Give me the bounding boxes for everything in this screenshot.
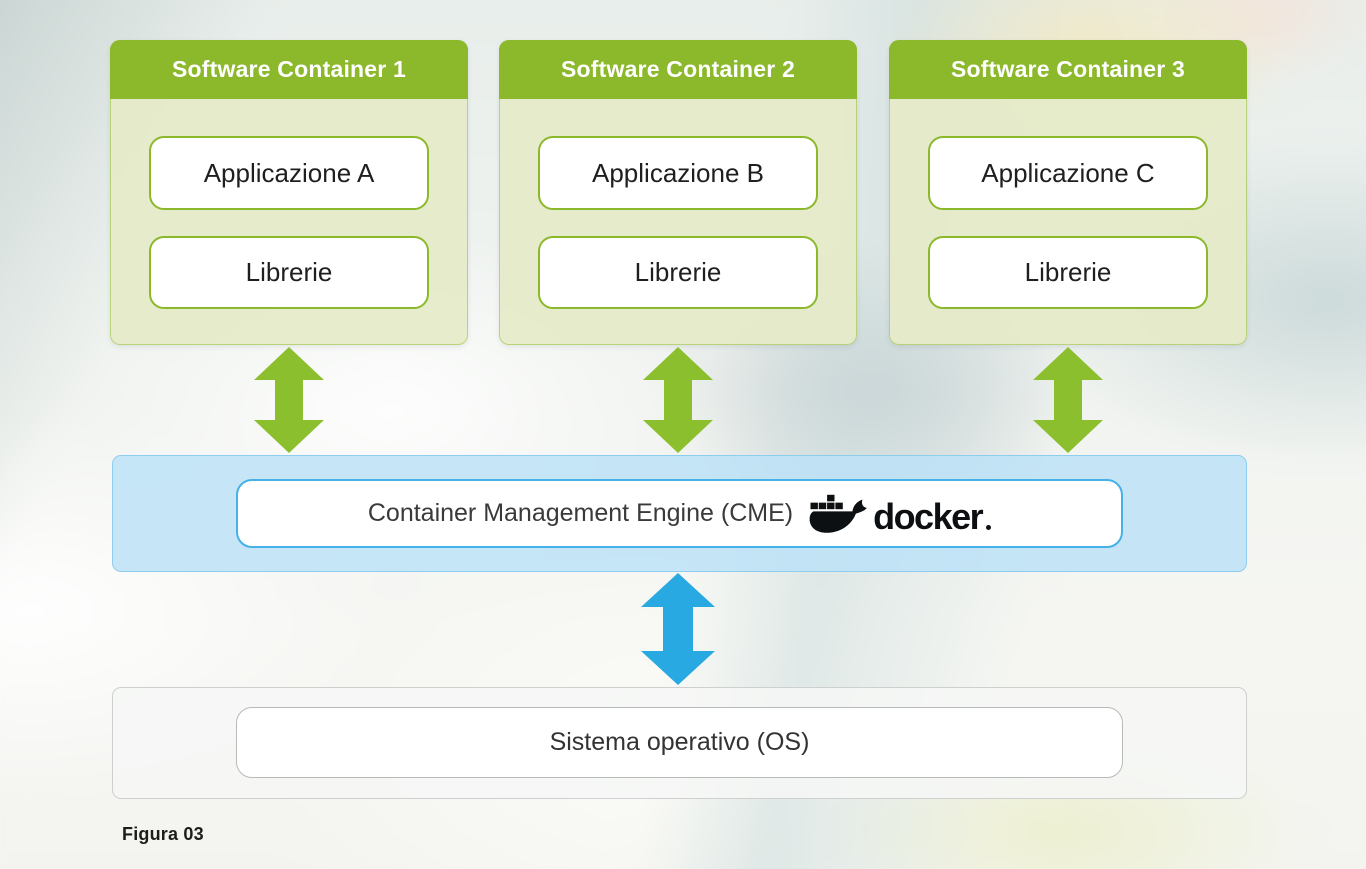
software-container-1-title: Software Container 1	[171, 56, 407, 82]
libraries-box-2: Librerie	[538, 236, 818, 309]
figure-caption: Figura 03	[122, 824, 204, 844]
software-container-1: Software Container 1 Applicazione A Libr…	[110, 40, 468, 345]
double-arrow-icon-green-3	[1033, 347, 1103, 453]
application-box-a: Applicazione A	[149, 136, 429, 210]
cme-band: Container Management Engine (CME) docker	[112, 455, 1247, 572]
libraries-box-1-label: Librerie	[245, 257, 333, 287]
software-container-2-title: Software Container 2	[560, 56, 796, 82]
application-box-b: Applicazione B	[538, 136, 818, 210]
libraries-box-3: Librerie	[928, 236, 1208, 309]
double-arrow-icon-green-1	[254, 347, 324, 453]
double-arrow-icon-green-2	[643, 347, 713, 453]
os-label: Sistema operativo (OS)	[549, 728, 810, 756]
os-band: Sistema operativo (OS)	[112, 687, 1247, 799]
docker-whale-icon	[809, 494, 867, 533]
application-box-c: Applicazione C	[928, 136, 1208, 210]
software-container-3: Software Container 3 Applicazione C Libr…	[889, 40, 1247, 345]
docker-trademark-dot	[986, 524, 992, 530]
double-arrow-icon-blue	[641, 573, 715, 685]
libraries-box-2-label: Librerie	[634, 257, 722, 287]
software-container-2: Software Container 2 Applicazione B Libr…	[499, 40, 857, 345]
software-container-1-header: Software Container 1	[110, 40, 468, 99]
software-container-3-header: Software Container 3	[889, 40, 1247, 99]
cme-label: Container Management Engine (CME)	[367, 499, 794, 527]
libraries-box-3-label: Librerie	[1024, 257, 1112, 287]
cme-box: Container Management Engine (CME) docker	[236, 479, 1123, 548]
application-box-a-label: Applicazione A	[203, 157, 375, 188]
docker-wordmark: docker	[873, 496, 984, 538]
application-box-c-label: Applicazione C	[981, 157, 1155, 188]
software-container-3-title: Software Container 3	[950, 56, 1186, 82]
os-box: Sistema operativo (OS)	[236, 707, 1123, 778]
application-box-b-label: Applicazione B	[592, 157, 764, 188]
docker-logo: docker	[807, 492, 992, 538]
libraries-box-1: Librerie	[149, 236, 429, 309]
software-container-2-header: Software Container 2	[499, 40, 857, 99]
